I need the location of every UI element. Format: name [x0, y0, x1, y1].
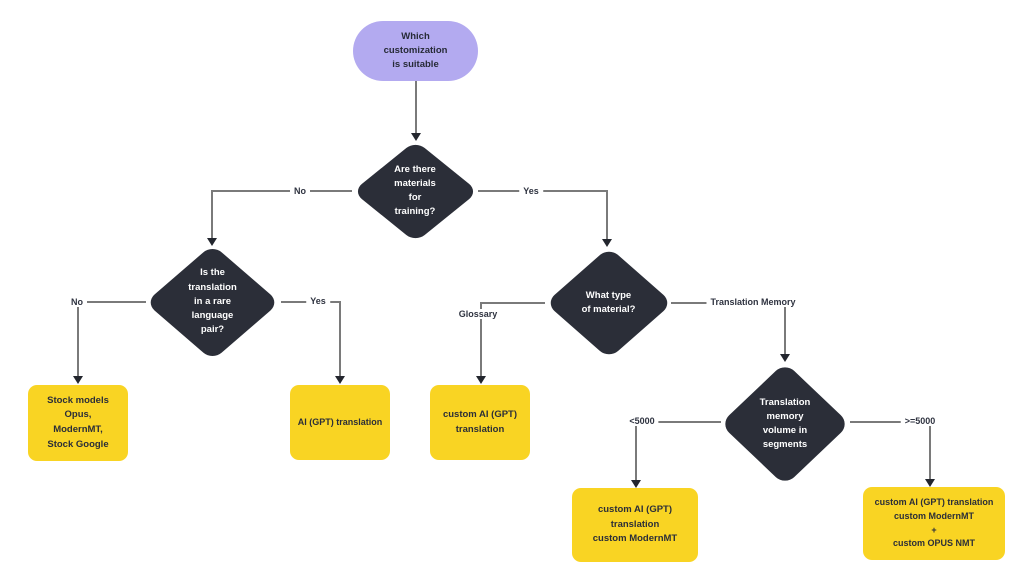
- node-label: Is the translation in a rare language pa…: [188, 267, 237, 336]
- node-label: custom AI (GPT) translation: [442, 408, 518, 435]
- connector-line: [480, 303, 482, 376]
- edge-label-glossary: Glossary: [454, 309, 502, 319]
- decision-materials-for-training: Are there materials for training?: [352, 139, 478, 243]
- connector-line: [77, 301, 146, 303]
- node-label: AI (GPT) translation: [297, 416, 383, 427]
- edge-label-yes: Yes: [306, 296, 330, 306]
- decision-tm-volume: Translation memory volume in segments: [719, 362, 851, 486]
- node-label: Which customization is suitable: [383, 30, 448, 71]
- decision-material-type: What type of material?: [544, 246, 673, 360]
- connector-line: [211, 190, 352, 192]
- connector-line: [635, 421, 721, 423]
- result-custom-modernmt: custom AI (GPT) translation custom Moder…: [572, 488, 698, 562]
- arrow-down-icon: [207, 238, 217, 246]
- arrow-down-icon: [780, 354, 790, 362]
- edge-label-yes: Yes: [519, 186, 543, 196]
- arrow-down-icon: [925, 479, 935, 487]
- edge-label-lt-5000: <5000: [625, 416, 659, 426]
- node-label: Are there materials for training?: [394, 163, 436, 218]
- connector-line: [77, 302, 79, 376]
- connector-line: [415, 81, 417, 133]
- edge-label-translation-memory: Translation Memory: [706, 297, 800, 307]
- result-ai-gpt-translation: AI (GPT) translation: [290, 385, 390, 460]
- connector-line: [850, 421, 930, 423]
- decision-rare-language-pair: Is the translation in a rare language pa…: [145, 243, 280, 361]
- connector-line: [211, 190, 213, 238]
- node-label: custom AI (GPT) translation custom Moder…: [592, 503, 678, 545]
- arrow-down-icon: [411, 133, 421, 141]
- connector-line: [339, 301, 341, 376]
- start-node-which-customization: Which customization is suitable: [353, 21, 478, 81]
- node-label: Translation memory volume in segments: [759, 396, 811, 451]
- edge-label-gte-5000: >=5000: [900, 416, 940, 426]
- arrow-down-icon: [73, 376, 83, 384]
- edge-label-no: No: [67, 297, 87, 307]
- connector-line: [635, 422, 637, 480]
- arrow-down-icon: [335, 376, 345, 384]
- connector-line: [480, 302, 545, 304]
- connector-line: [929, 421, 931, 479]
- arrow-down-icon: [476, 376, 486, 384]
- connector-line: [784, 302, 786, 354]
- edge-label-no: No: [290, 186, 310, 196]
- node-label: What type of material?: [581, 289, 636, 315]
- node-label: Stock models Opus, ModernMT, Stock Googl…: [47, 394, 109, 450]
- arrow-down-icon: [602, 239, 612, 247]
- node-label: custom AI (GPT) translation custom Moder…: [874, 496, 994, 549]
- result-custom-opus-nmt: custom AI (GPT) translation custom Moder…: [863, 487, 1005, 560]
- result-custom-ai-gpt-translation: custom AI (GPT) translation: [430, 385, 530, 460]
- connector-line: [606, 190, 608, 239]
- result-stock-models: Stock models Opus, ModernMT, Stock Googl…: [28, 385, 128, 461]
- arrow-down-icon: [631, 480, 641, 488]
